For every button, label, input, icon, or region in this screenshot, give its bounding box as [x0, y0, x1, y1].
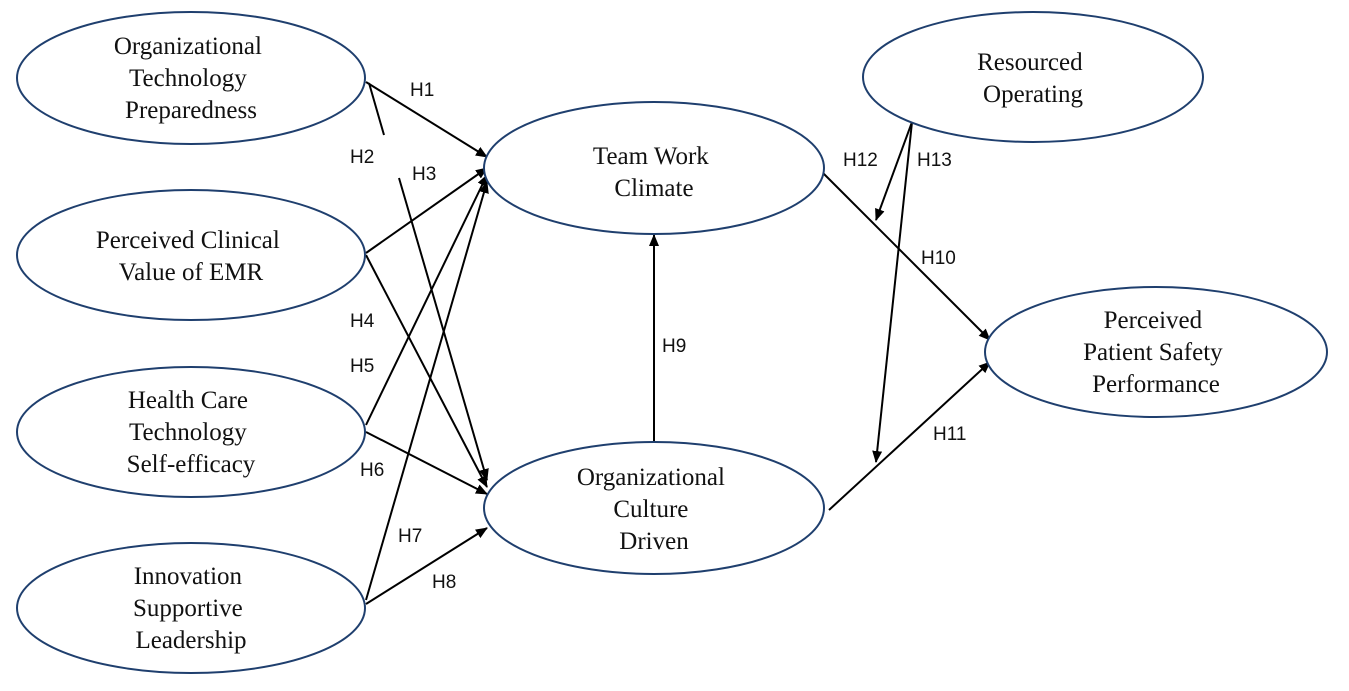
node-pps-ellipse	[984, 286, 1328, 418]
edge-h2-line-lower	[398, 177, 489, 481]
edge-h8-label: H8	[432, 572, 456, 593]
edge-h3-line	[365, 167, 488, 254]
node-twc-line-1: Team Work	[593, 143, 709, 170]
node-ro-line-2: Operating	[983, 81, 1083, 108]
node-pcv-line-1: Perceived Clinical	[96, 227, 280, 254]
node-isl-ellipse	[16, 542, 366, 674]
edge-h7-line	[365, 181, 489, 601]
edge-h5-line	[365, 174, 488, 426]
edge-h10: H10	[821, 171, 991, 341]
node-otp-ellipse	[16, 11, 366, 145]
edges: H1 H2 H3 H4 H5 H6 H7 H8	[350, 80, 991, 605]
edge-h13-line	[872, 121, 913, 463]
edge-h4-label: H4	[350, 311, 375, 332]
edge-h8: H8	[365, 527, 488, 605]
node-ro-line-1: Resourced	[977, 49, 1083, 76]
node-twc-ellipse	[483, 101, 825, 235]
edge-h1-label: H1	[410, 80, 434, 101]
node-otp-line-3: Preparedness	[125, 97, 257, 124]
edge-h2-line	[368, 82, 385, 136]
node-ro-label: Resourced Operating	[977, 49, 1089, 108]
edge-h10-label: H10	[921, 248, 956, 269]
node-ocd-line-3: Driven	[619, 528, 689, 555]
edge-h3: H3	[365, 164, 488, 254]
node-isl-line-1: Innovation	[134, 563, 243, 590]
edge-h1-line	[365, 81, 488, 158]
node-pps-line-2: Patient Safety	[1083, 339, 1223, 366]
edge-h13: H13	[872, 121, 952, 463]
node-otp-line-2: Technology	[129, 65, 247, 92]
edge-h9: H9	[649, 234, 686, 442]
node-pcv-line-2: Value of EMR	[119, 259, 264, 286]
node-hct-line-2: Technology	[129, 419, 247, 446]
node-isl-label: Innovation Supportive Leadership	[133, 563, 249, 654]
node-twc-label: Team Work Climate	[593, 143, 715, 202]
node-otp-label: Organizational Technology Preparedness	[114, 33, 268, 124]
node-ocd-label: Organizational Culture Driven	[577, 464, 731, 555]
edge-h12: H12	[843, 121, 913, 221]
node-ocd-line-1: Organizational	[577, 464, 725, 491]
node-pps-line-1: Perceived	[1104, 307, 1203, 334]
edge-h12-line	[875, 121, 913, 221]
node-health-care-technology-self-efficacy: Health Care Technology Self-efficacy	[16, 366, 366, 498]
edge-h4-line	[365, 254, 488, 488]
edge-h10-line	[821, 171, 991, 341]
edge-h3-label: H3	[412, 164, 436, 185]
node-organizational-technology-preparedness: Organizational Technology Preparedness	[16, 11, 366, 145]
node-pps-line-3: Performance	[1092, 371, 1220, 398]
node-isl-line-3: Leadership	[135, 627, 246, 654]
node-hct-label: Health Care Technology Self-efficacy	[127, 387, 256, 478]
node-twc-line-2: Climate	[614, 175, 693, 202]
edge-h11-line	[828, 361, 991, 511]
edge-h11: H11	[828, 361, 991, 511]
node-hct-ellipse	[16, 366, 366, 498]
edge-h5-label: H5	[350, 356, 374, 377]
edge-h13-label: H13	[917, 150, 952, 171]
edge-h7: H7	[365, 181, 489, 601]
edge-h6-line	[365, 431, 488, 495]
node-ocd-ellipse	[483, 441, 825, 575]
node-pps-label: Perceived Patient Safety Performance	[1083, 307, 1229, 398]
edge-h12-label: H12	[843, 150, 878, 171]
node-resourced-operating: Resourced Operating	[862, 11, 1204, 143]
edge-h6: H6	[360, 431, 488, 495]
node-hct-line-3: Self-efficacy	[127, 451, 256, 478]
edge-h2-label: H2	[350, 147, 374, 168]
node-pcv-label: Perceived Clinical Value of EMR	[96, 227, 286, 286]
node-ro-ellipse	[862, 11, 1204, 143]
node-ocd-line-2: Culture	[613, 496, 688, 523]
edge-h7-label: H7	[398, 526, 422, 547]
edge-h9-label: H9	[662, 336, 686, 357]
node-innovation-supportive-leadership: Innovation Supportive Leadership	[16, 542, 366, 674]
edge-h1: H1	[365, 80, 488, 158]
edge-h11-label: H11	[933, 424, 966, 445]
node-perceived-clinical-value: Perceived Clinical Value of EMR	[16, 189, 366, 321]
edge-h5: H5	[350, 174, 488, 426]
edge-h8-line	[365, 527, 488, 605]
edge-h2: H2	[350, 82, 489, 481]
node-isl-line-2: Supportive	[133, 595, 243, 622]
edge-h4: H4	[350, 254, 488, 488]
node-team-work-climate: Team Work Climate	[483, 101, 825, 235]
node-organizational-culture-driven: Organizational Culture Driven	[483, 441, 825, 575]
node-hct-line-1: Health Care	[128, 387, 248, 414]
node-otp-line-1: Organizational	[114, 33, 262, 60]
node-perceived-patient-safety-performance: Perceived Patient Safety Performance	[984, 286, 1328, 418]
node-pcv-ellipse	[16, 189, 366, 321]
edge-h6-label: H6	[360, 460, 384, 481]
nodes: Organizational Technology Preparedness P…	[16, 11, 1328, 674]
